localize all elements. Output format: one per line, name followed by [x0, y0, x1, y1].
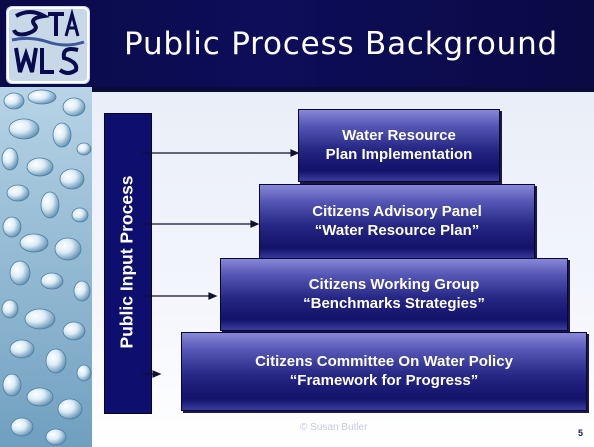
tier-citizens-working-group: Citizens Working Group “Benchmarks Strat…: [220, 258, 568, 331]
public-input-process-bar: [104, 113, 152, 414]
tier-4-line-2: “Framework for Progress”: [289, 371, 479, 389]
tier-citizens-advisory-panel: Citizens Advisory Panel “Water Resource …: [259, 184, 535, 260]
slide-header: Public Process Background: [0, 0, 594, 87]
header-divider: [92, 87, 594, 92]
page-number: 5: [578, 428, 584, 438]
water-droplets-image: [0, 87, 92, 447]
tier-3-line-2: “Benchmarks Strategies”: [303, 294, 485, 312]
tier-1-line-1: Water Resource: [342, 126, 456, 144]
copyright-notice: © Susan Butler: [300, 422, 368, 433]
diagram-area: Public Input Process Water Resource Plan…: [92, 92, 594, 447]
tier-1-line-2: Plan Implementation: [325, 145, 473, 163]
tier-water-resource-plan-implementation: Water Resource Plan Implementation: [298, 109, 500, 182]
organization-logo-icon: [6, 6, 90, 84]
tier-2-line-2: “Water Resource Plan”: [314, 222, 480, 239]
tier-2-line-1: Citizens Advisory Panel: [312, 203, 482, 221]
slide-title: Public Process Background: [124, 26, 558, 62]
tier-citizens-committee-on-water-policy: Citizens Committee On Water Policy “Fram…: [181, 332, 587, 411]
tier-3-line-1: Citizens Working Group: [308, 275, 480, 293]
connector-arrows: [142, 149, 300, 378]
tier-4-line-1: Citizens Committee On Water Policy: [255, 352, 513, 370]
